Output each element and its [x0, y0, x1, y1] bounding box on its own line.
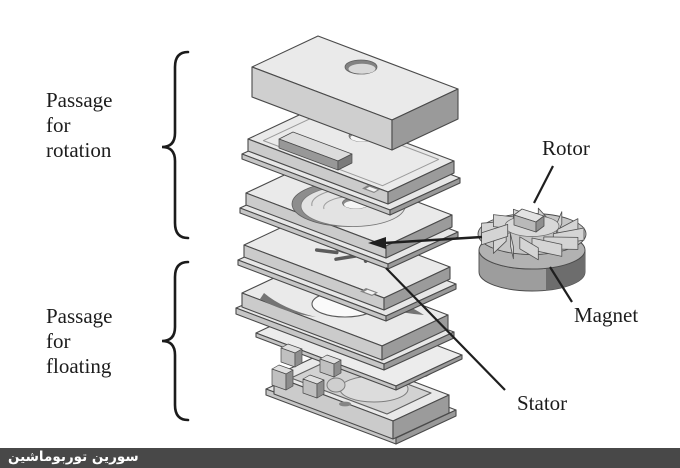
passage-rotation-label: Passage for rotation	[46, 88, 113, 163]
passage-floating-label: Passage for floating	[46, 304, 113, 379]
plate-rotation-passage	[241, 107, 461, 216]
rotor-pointer-line	[533, 165, 554, 204]
rotor-position-arrowhead-icon	[368, 237, 386, 249]
passage-rotation-line2: for	[46, 113, 71, 137]
stator-pointer-line	[385, 267, 506, 391]
passage-rotation-line1: Passage	[46, 88, 113, 112]
rotor-assembly	[477, 207, 587, 292]
magnet-dark-segment	[546, 250, 585, 291]
annotation-lines	[368, 165, 573, 391]
stator-label: Stator	[517, 391, 568, 415]
watermark-text: سورین توربوماشین	[8, 449, 139, 465]
watermark-bar: سورین توربوماشین	[0, 448, 680, 468]
passage-rotation-line3: rotation	[46, 138, 112, 162]
brace-rotation-passage	[161, 50, 190, 240]
passage-floating-line1: Passage	[46, 304, 113, 328]
plate-top-cover	[251, 35, 459, 151]
exploded-stack	[235, 35, 463, 445]
passage-floating-line3: floating	[46, 354, 112, 378]
brace-floating-passage	[161, 260, 190, 422]
rotor-position-arrow-line	[383, 235, 483, 245]
rotor-blades	[481, 207, 585, 261]
passage-floating-line2: for	[46, 329, 71, 353]
plate-stator	[237, 213, 457, 322]
magnet-pointer-line	[549, 266, 573, 303]
rotor-label: Rotor	[542, 136, 590, 160]
magnet-label: Magnet	[574, 303, 639, 327]
